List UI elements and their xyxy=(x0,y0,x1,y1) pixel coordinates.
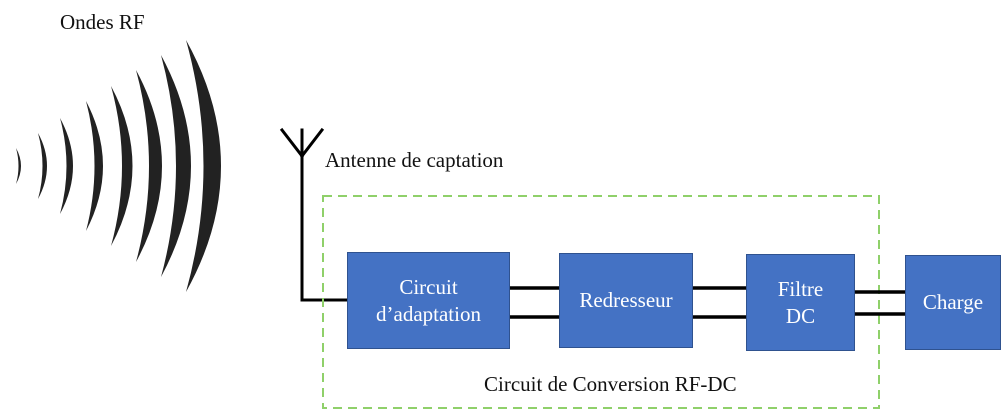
dc-filter-line2: DC xyxy=(785,303,816,328)
antenna-icon xyxy=(279,127,349,302)
rf-waves-icon xyxy=(16,40,221,292)
rectifier-label: Redresseur xyxy=(579,288,673,313)
antenna-label: Antenne de captation xyxy=(325,148,504,172)
dc-filter-line1: Filtre xyxy=(777,277,824,302)
conversion-circuit-label: Circuit de Conversion RF-DC xyxy=(484,372,737,396)
rf-wave-arc xyxy=(38,133,47,199)
load-label: Charge xyxy=(922,290,984,315)
rf-wave-arc xyxy=(136,70,162,262)
rectifier-block: Redresseur xyxy=(559,253,693,348)
load-block: Charge xyxy=(905,255,1001,350)
connection-wires xyxy=(510,286,905,319)
rf-waves-label: Ondes RF xyxy=(60,10,145,34)
rf-wave-arc xyxy=(161,55,191,277)
dc-filter-block: Filtre DC xyxy=(746,254,855,351)
rf-wave-arc xyxy=(111,86,133,246)
matching-circuit-line1: Circuit xyxy=(399,275,458,300)
rf-wave-arc xyxy=(86,101,103,231)
rf-wave-arc xyxy=(60,118,73,214)
rf-wave-arc xyxy=(186,40,221,292)
rf-wave-arc xyxy=(16,148,21,184)
conversion-circuit-boundary xyxy=(322,195,880,409)
matching-circuit-block: Circuit d’adaptation xyxy=(347,252,510,349)
matching-circuit-line2: d’adaptation xyxy=(376,301,481,326)
